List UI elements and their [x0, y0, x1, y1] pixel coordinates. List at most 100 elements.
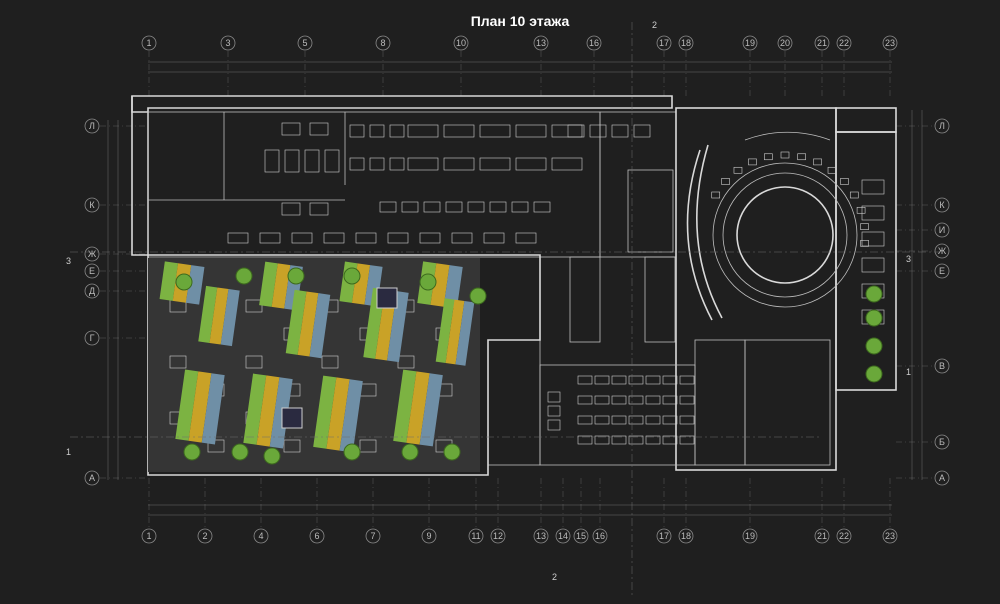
axis-bottom-16-label: 16	[595, 531, 605, 541]
axis-right-6: Б	[934, 434, 950, 450]
tree-icon	[401, 443, 419, 461]
axis-bottom-15: 15	[573, 528, 589, 544]
section-3-right-label: 3	[906, 254, 911, 264]
axis-bottom-2: 2	[197, 528, 213, 544]
axis-right-4-label: Е	[939, 266, 945, 276]
axis-left-2-label: Ж	[88, 249, 97, 259]
building-walls	[131, 95, 897, 476]
tree-icon	[343, 443, 361, 461]
axis-top-18: 18	[678, 35, 694, 51]
axis-left-8-label: А	[89, 473, 95, 483]
planting-bed	[175, 369, 225, 445]
section-1-right-label: 1	[906, 367, 911, 377]
axis-top-17: 17	[656, 35, 672, 51]
axis-left-4-label: Д	[89, 286, 95, 296]
axis-right-1: К	[934, 197, 950, 213]
axis-right-0-label: Л	[939, 121, 945, 131]
tree-icon	[443, 443, 461, 461]
planting-bed	[393, 369, 443, 447]
axis-top-8: 8	[375, 35, 391, 51]
axis-top-17-label: 17	[659, 38, 669, 48]
axis-left-3: Е	[84, 263, 100, 279]
axis-top-16-label: 16	[589, 38, 599, 48]
axis-top-10: 10	[453, 35, 469, 51]
axis-bottom-22: 22	[836, 528, 852, 544]
axis-left-3-label: Е	[89, 266, 95, 276]
axis-right-4: Е	[934, 263, 950, 279]
plan-title: План 10 этажа	[471, 13, 570, 29]
axis-left-0-label: Л	[89, 121, 95, 131]
axis-top-22: 22	[836, 35, 852, 51]
axis-top-21: 21	[814, 35, 830, 51]
axis-top-20: 20	[777, 35, 793, 51]
axis-top-5: 5	[297, 35, 313, 51]
planting-bed	[243, 373, 293, 449]
axis-top-22-label: 22	[839, 38, 849, 48]
planting-bed	[159, 261, 205, 305]
axis-left-0: Л	[84, 118, 100, 134]
axis-bottom-13: 13	[533, 528, 549, 544]
axis-top-23-label: 23	[885, 38, 895, 48]
axis-bottom-7-label: 7	[370, 531, 375, 541]
axis-top-13: 13	[533, 35, 549, 51]
planting-bed	[313, 375, 363, 453]
axis-right-6-label: Б	[939, 437, 945, 447]
axis-top-16: 16	[586, 35, 602, 51]
skylight	[376, 287, 398, 309]
axis-bottom-23-label: 23	[885, 531, 895, 541]
axis-right-7-label: А	[939, 473, 945, 483]
axis-top-18-label: 18	[681, 38, 691, 48]
axis-left-2: Ж	[84, 246, 100, 262]
axis-top-1: 1	[141, 35, 157, 51]
axis-bottom-12-label: 12	[493, 531, 503, 541]
tree-icon	[865, 285, 883, 303]
axis-top-20-label: 20	[780, 38, 790, 48]
planting-bed	[285, 289, 331, 359]
axis-bottom-21-label: 21	[817, 531, 827, 541]
tree-icon	[263, 447, 281, 465]
grid-lines	[100, 51, 934, 528]
tree-icon	[175, 273, 193, 291]
axis-bottom-21: 21	[814, 528, 830, 544]
planting-bed	[198, 285, 240, 347]
axis-bottom-11-label: 11	[471, 531, 480, 541]
axis-top-1-label: 1	[146, 38, 151, 48]
dimension-lines	[107, 61, 923, 516]
axis-bottom-13-label: 13	[536, 531, 546, 541]
section-1-left-label: 1	[66, 447, 71, 457]
axis-right-3-label: Ж	[938, 246, 947, 256]
section-2-bottom-label: 2	[552, 572, 557, 582]
skylight	[281, 407, 303, 429]
axis-bottom-4: 4	[253, 528, 269, 544]
tree-icon	[183, 443, 201, 461]
axis-bottom-9: 9	[421, 528, 437, 544]
tree-icon	[343, 267, 361, 285]
axis-left-4: Д	[84, 283, 100, 299]
tree-icon	[287, 267, 305, 285]
axis-top-19-label: 19	[745, 38, 755, 48]
axis-bottom-17: 17	[656, 528, 672, 544]
tree-icon	[469, 287, 487, 305]
planting-bed	[435, 298, 475, 366]
axis-right-5: В	[934, 358, 950, 374]
axis-bottom-18-label: 18	[681, 531, 691, 541]
axis-top-3-label: 3	[225, 38, 230, 48]
axis-top-8-label: 8	[380, 38, 385, 48]
axis-bottom-12: 12	[490, 528, 506, 544]
axis-bottom-4-label: 4	[258, 531, 263, 541]
axis-bottom-17-label: 17	[659, 531, 669, 541]
section-2-top-label: 2	[652, 20, 657, 30]
axis-top-19: 19	[742, 35, 758, 51]
axis-right-3: Ж	[934, 243, 950, 259]
axis-bottom-19: 19	[742, 528, 758, 544]
axis-top-13-label: 13	[536, 38, 546, 48]
axis-top-21-label: 21	[817, 38, 827, 48]
axis-right-2: И	[934, 222, 950, 238]
axis-bottom-1: 1	[141, 528, 157, 544]
section-3-left-label: 3	[66, 256, 71, 266]
axis-top-5-label: 5	[302, 38, 307, 48]
axis-right-5-label: В	[939, 361, 945, 371]
auditorium	[686, 131, 858, 321]
axis-bottom-14-label: 14	[558, 531, 568, 541]
axis-bottom-22-label: 22	[839, 531, 849, 541]
